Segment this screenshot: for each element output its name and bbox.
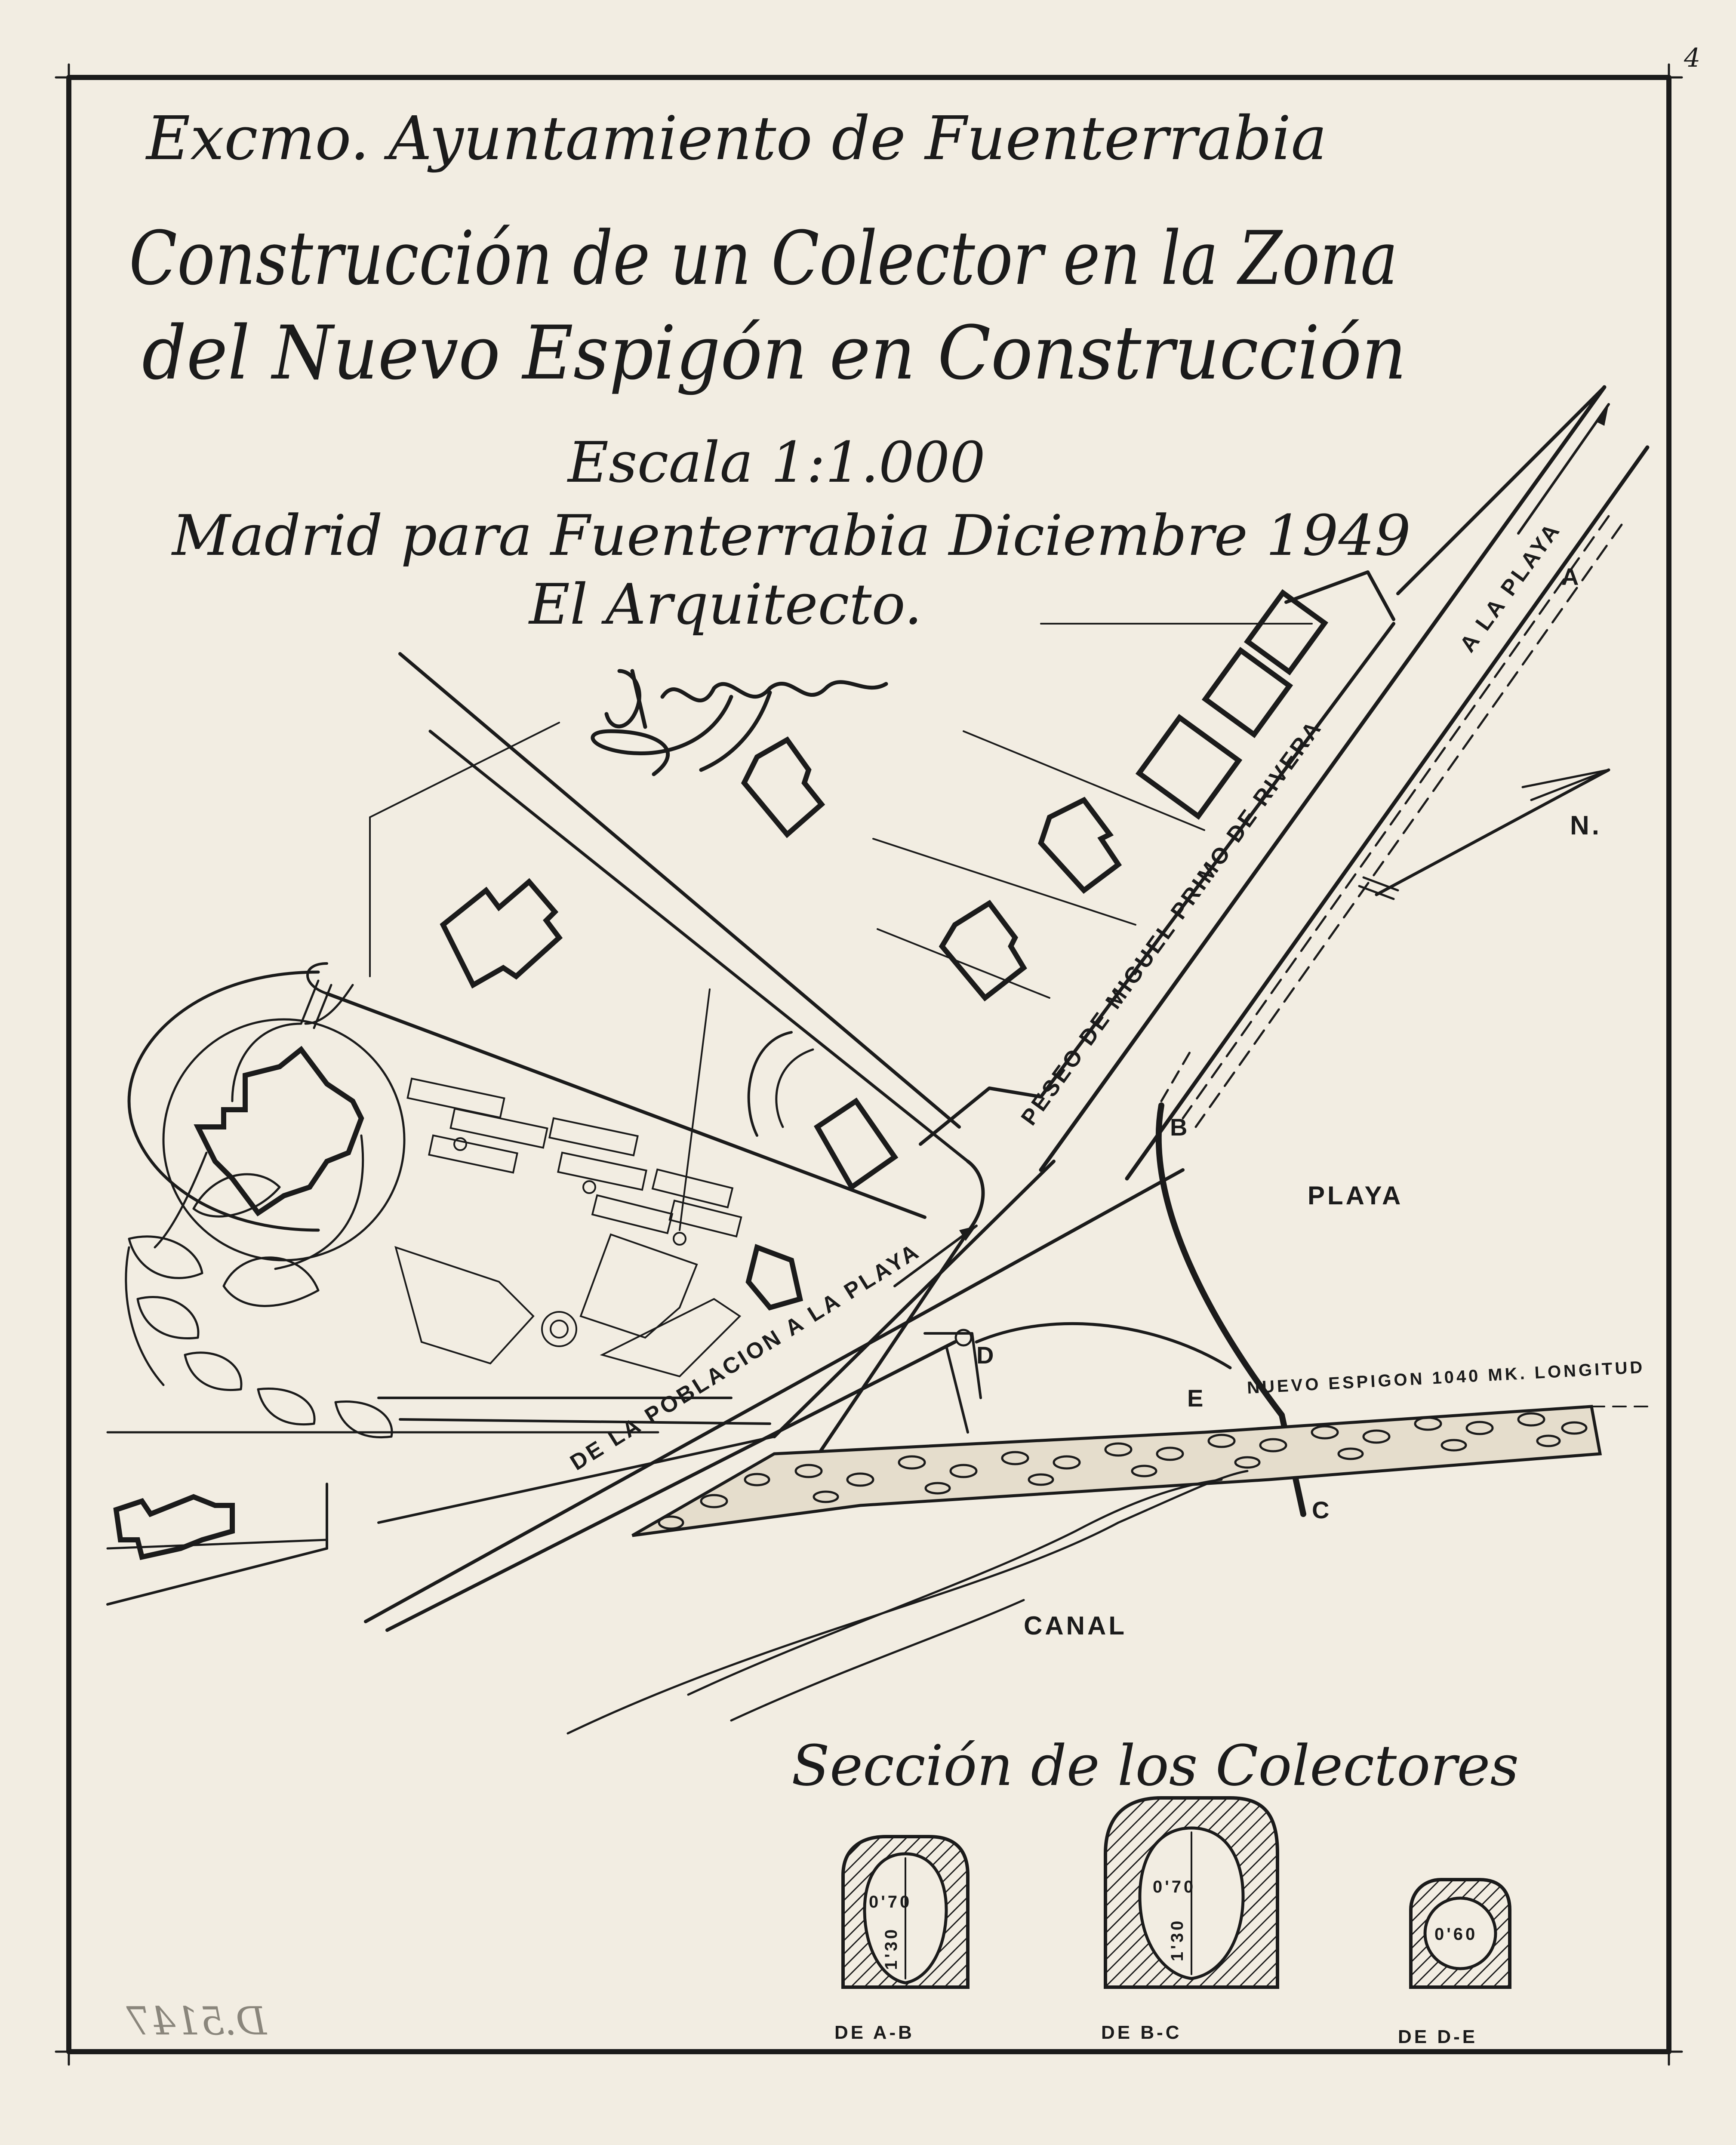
cross-road bbox=[306, 652, 985, 1464]
north-arrow bbox=[1358, 768, 1610, 900]
sheet-border bbox=[55, 63, 1683, 2066]
building-southwest bbox=[113, 1494, 235, 1560]
jetty-breakwater bbox=[631, 1405, 1653, 1537]
section-d-e-diameter: 0'60 bbox=[1434, 1925, 1477, 1944]
label-point-d: D bbox=[976, 1342, 996, 1369]
title-line-2: del Nuevo Espigón en Construcción bbox=[142, 310, 1407, 396]
canal-banks bbox=[566, 1470, 1249, 1735]
section-b-c: 0'70 1'30 DE B-C bbox=[1101, 1796, 1279, 2043]
label-canal: CANAL bbox=[1024, 1611, 1127, 1640]
label-point-b: B bbox=[1170, 1114, 1190, 1141]
label-point-e: E bbox=[1187, 1385, 1206, 1412]
title-line-1: Construcción de un Colector en la Zona bbox=[129, 215, 1398, 302]
scale-label: Escala 1:1.000 bbox=[567, 430, 985, 495]
section-a-b-height: 1'30 bbox=[882, 1927, 901, 1970]
sections-title: Sección de los Colectores bbox=[791, 1733, 1519, 1798]
property-lines bbox=[369, 623, 1313, 1231]
paseo-road bbox=[919, 385, 1650, 1181]
section-a-b: 0'70 1'30 DE A-B bbox=[834, 1835, 970, 2043]
collector-lines bbox=[975, 1048, 1306, 1517]
section-a-b-label: DE A-B bbox=[834, 2022, 914, 2043]
section-b-c-height: 1'30 bbox=[1168, 1918, 1187, 1961]
collector-sections: Sección de los Colectores 0'70 1'30 DE A… bbox=[791, 1733, 1519, 2047]
section-b-c-label: DE B-C bbox=[1101, 2022, 1182, 2043]
section-d-e-label: DE D-E bbox=[1398, 2026, 1477, 2047]
point-d-structure bbox=[923, 1329, 982, 1434]
authority-heading: Excmo. Ayuntamiento de Fuenterrabia bbox=[145, 104, 1327, 174]
lower-roads bbox=[106, 1160, 1185, 1632]
label-point-c: C bbox=[1312, 1496, 1332, 1523]
section-a-b-width: 0'70 bbox=[869, 1893, 912, 1911]
label-to-beach-bottom: DE LA POBLACION A LA PLAYA bbox=[566, 1238, 925, 1475]
title-block: Excmo. Ayuntamiento de Fuenterrabia Cons… bbox=[129, 104, 1411, 637]
place-date: Madrid para Fuenterrabia Diciembre 1949 bbox=[171, 503, 1411, 568]
label-beach: PLAYA bbox=[1308, 1181, 1403, 1210]
sheet-number: 4 bbox=[1684, 43, 1700, 73]
label-point-a: A bbox=[1561, 563, 1581, 590]
park-area bbox=[125, 970, 814, 1438]
signatory-role: El Arquitecto. bbox=[528, 572, 922, 637]
archive-stamp: D.5147 bbox=[126, 1999, 268, 2044]
label-paseo: PESEO DE MIGUEL PRIMO DE RIVERA bbox=[1016, 715, 1327, 1130]
direction-arrow-bottom bbox=[893, 1225, 978, 1287]
section-d-e: 0'60 DE D-E bbox=[1398, 1878, 1511, 2047]
label-north: N. bbox=[1570, 811, 1602, 840]
architect-signature bbox=[591, 669, 888, 776]
section-b-c-width: 0'70 bbox=[1153, 1877, 1196, 1896]
label-jetty: NUEVO ESPIGON 1040 MK. LONGITUD bbox=[1247, 1358, 1645, 1397]
direction-arrow-top bbox=[1517, 403, 1610, 535]
buildings-north bbox=[440, 589, 1329, 1191]
